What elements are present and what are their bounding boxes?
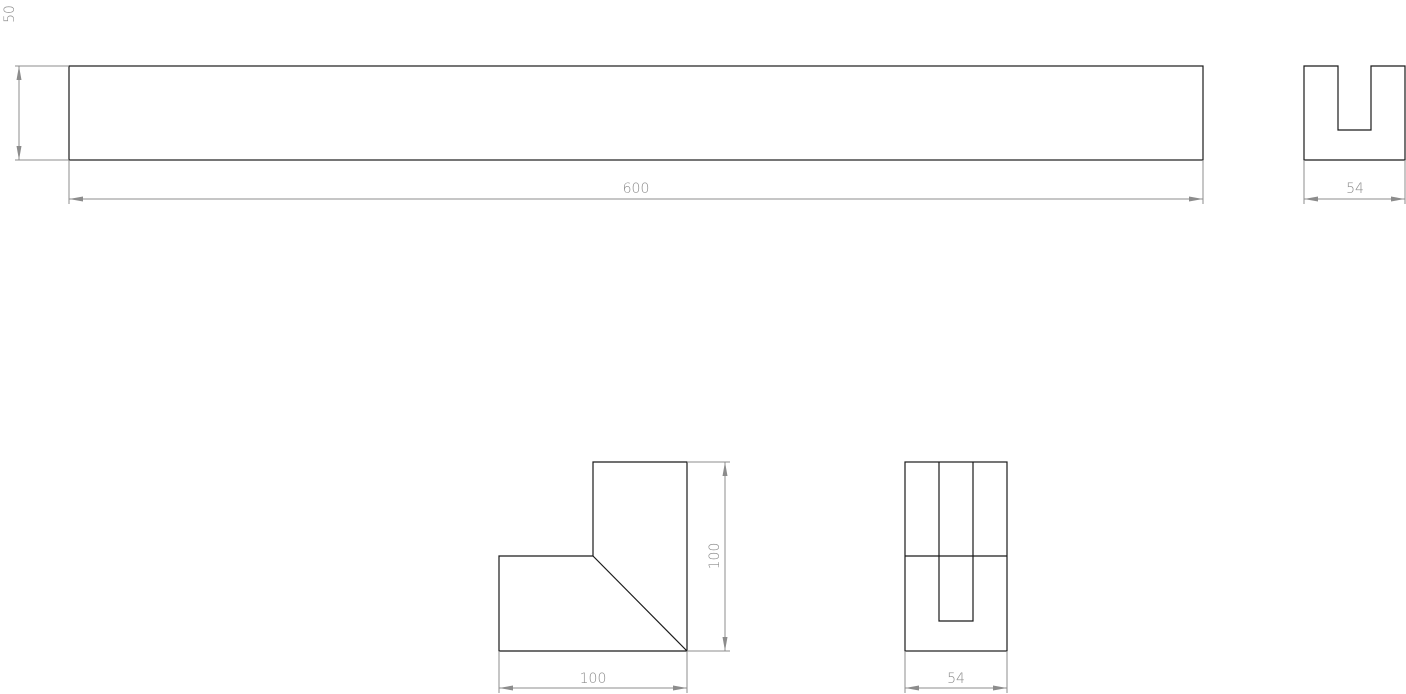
dimension-label-top-height: 50	[2, 5, 18, 23]
dimension-label-corner-height: 100	[707, 543, 723, 570]
u-profile-outline	[1303, 65, 1406, 161]
dimension-corner-height: 100	[687, 461, 730, 652]
dimension-label-corner-width: 100	[580, 671, 607, 687]
straight-channel-side-view	[68, 65, 1204, 161]
u-profile-end-view	[1303, 65, 1406, 161]
corner-piece-top-view	[498, 461, 688, 652]
arrow-head	[1189, 196, 1203, 202]
arrow-head	[993, 685, 1007, 691]
dimension-corner-end-width: 54	[904, 651, 1008, 693]
dimension-top-length: 600	[68, 160, 1204, 204]
arrow-head	[499, 685, 513, 691]
miter-line	[592, 555, 688, 652]
arrow-head	[1304, 196, 1318, 202]
dimension-top-height: 50	[2, 5, 69, 161]
channel-slot	[938, 462, 974, 622]
arrow-head	[1391, 196, 1405, 202]
straight-channel-outline	[68, 65, 1204, 161]
arrow-head	[905, 685, 919, 691]
dimension-end-width: 54	[1303, 160, 1406, 204]
arrow-head	[722, 462, 728, 476]
dimension-corner-width: 100	[498, 651, 688, 693]
arrow-head	[16, 146, 22, 160]
dimension-label-corner-end-width: 54	[947, 671, 965, 687]
dimension-label-top-length: 600	[623, 181, 650, 197]
dimension-label-end-width: 54	[1346, 181, 1364, 197]
arrow-head	[69, 196, 83, 202]
arrow-head	[722, 637, 728, 651]
arrow-head	[673, 685, 687, 691]
arrow-head	[16, 66, 22, 80]
corner-piece-front-view	[904, 461, 1008, 652]
